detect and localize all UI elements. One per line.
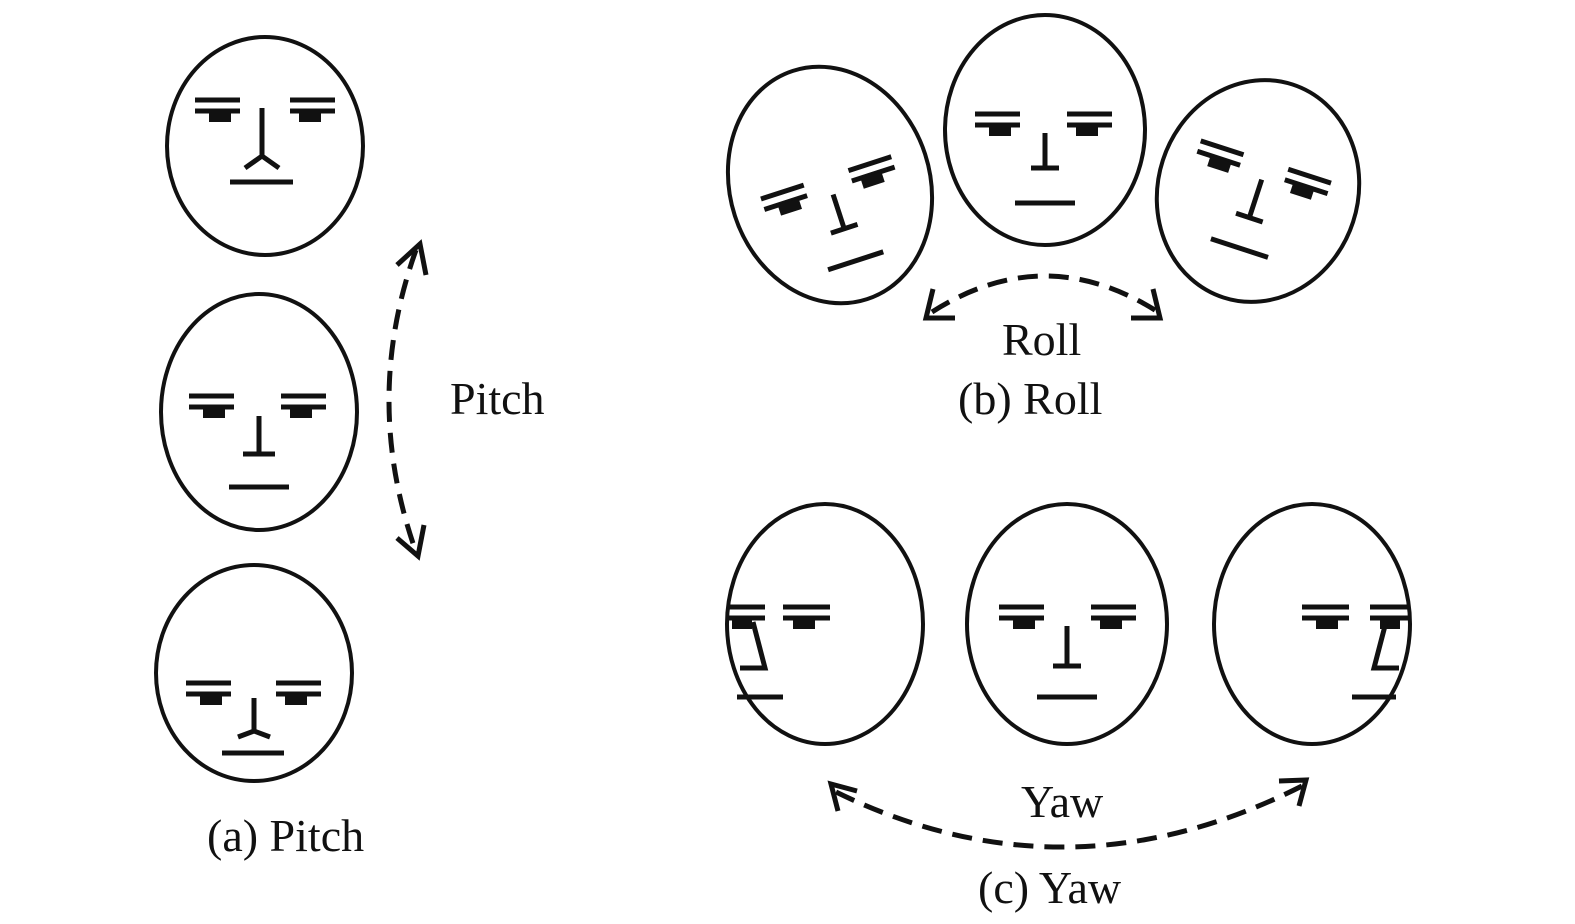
yaw-caption: (c) Yaw — [978, 862, 1122, 913]
face-pitch-up — [165, 35, 365, 257]
face-pitch-neutral — [159, 292, 359, 532]
face-yaw-right — [1212, 502, 1412, 746]
roll-panel: Roll (b) Roll — [725, 13, 1362, 424]
roll-arrow-arc — [930, 273, 1160, 315]
face-roll-right — [1154, 78, 1362, 304]
pitch-caption: (a) Pitch — [207, 810, 364, 861]
yaw-arrow-label: Yaw — [1021, 776, 1104, 827]
face-roll-left — [725, 64, 935, 306]
pitch-arrow-label: Pitch — [450, 373, 545, 424]
yaw-arrow-arc — [834, 783, 1304, 850]
yaw-arrowhead-right — [1278, 777, 1310, 807]
pitch-panel: Pitch (a) Pitch — [154, 35, 545, 861]
roll-arrowhead-left — [922, 288, 955, 321]
pitch-arrow-arc — [386, 249, 419, 553]
pitch-arrowhead-bottom — [395, 524, 427, 561]
yaw-arrowhead-left — [827, 780, 858, 812]
yaw-panel: Yaw (c) Yaw — [725, 502, 1412, 913]
face-pitch-down — [154, 563, 354, 783]
face-roll-neutral — [943, 13, 1147, 247]
roll-caption: (b) Roll — [958, 373, 1102, 424]
face-yaw-left — [725, 502, 925, 746]
roll-arrowhead-right — [1131, 288, 1164, 321]
face-yaw-neutral — [965, 502, 1169, 746]
pitch-arrowhead-top — [395, 239, 429, 276]
roll-arrow-label: Roll — [1002, 314, 1081, 365]
